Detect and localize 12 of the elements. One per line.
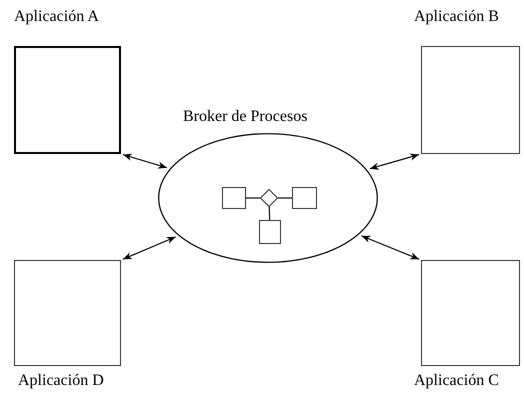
application-title: Aplicación D: [18, 372, 104, 390]
connector-line: [246, 197, 260, 199]
double-arrow: [122, 154, 168, 169]
double-arrow: [370, 154, 420, 170]
application-title: Aplicación A: [14, 8, 99, 26]
application-title: Aplicación C: [414, 372, 499, 390]
connector-line: [268, 206, 270, 220]
broker-title: Broker de Procesos: [183, 108, 308, 126]
connector-line: [278, 197, 292, 199]
double-arrow: [361, 235, 420, 260]
application-title: Aplicación B: [414, 8, 499, 26]
double-arrow: [122, 236, 176, 260]
